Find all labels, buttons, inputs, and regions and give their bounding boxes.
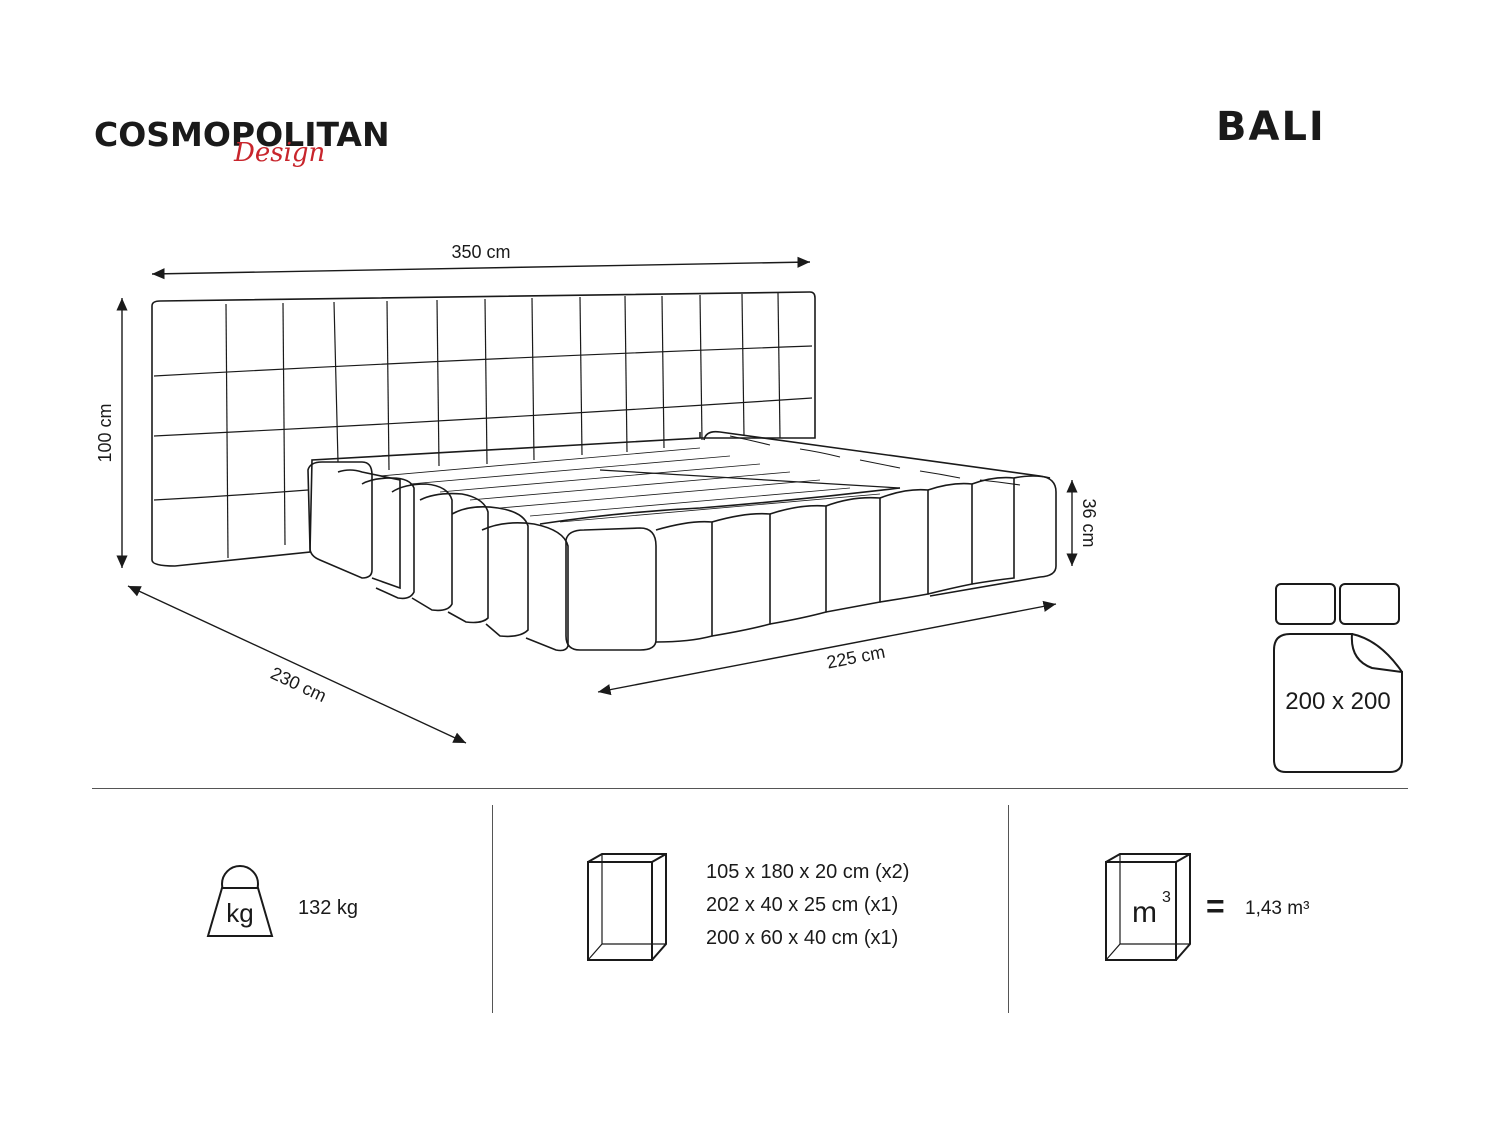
length-arrow — [597, 600, 1057, 696]
headboard — [151, 291, 816, 567]
brand-logo: COSMOPOLITAN Design — [94, 115, 390, 168]
weight-value: 132 kg — [298, 897, 359, 919]
volume-value: 1,43 m³ — [1245, 898, 1310, 919]
front-rail — [307, 461, 1051, 652]
column-divider-2 — [1008, 805, 1009, 1013]
package-line-3: 200 x 60 x 40 cm (x1) — [706, 927, 899, 949]
package-list: 105 x 180 x 20 cm (x2) 202 x 40 x 25 cm … — [706, 856, 909, 955]
volume-box-icon — [1105, 853, 1191, 961]
section-divider — [92, 788, 1408, 789]
width-arrow — [151, 256, 811, 280]
weight-icon-label: kg — [226, 898, 253, 928]
column-divider-1 — [492, 805, 493, 1013]
volume-icon-label: m — [1132, 896, 1157, 929]
frame-height-label: 36 cm — [1079, 498, 1099, 547]
width-label: 350 cm — [451, 242, 510, 262]
volume-icon-sup: 3 — [1162, 889, 1171, 906]
depth-label: 230 cm — [268, 663, 330, 706]
bed-slats — [379, 447, 901, 523]
depth-arrow — [127, 585, 467, 744]
height-label: 100 cm — [95, 403, 115, 462]
product-title: BALI — [1216, 104, 1326, 150]
package-box-icon — [587, 853, 667, 961]
brand-script: Design — [234, 138, 326, 168]
mattress-size-label: 200 x 200 — [1285, 688, 1391, 715]
package-line-1: 105 x 180 x 20 cm (x2) — [706, 861, 910, 883]
brand-name: COSMOPOLITAN — [94, 115, 390, 154]
right-side-rail — [703, 430, 1057, 597]
package-line-2: 202 x 40 x 25 cm (x1) — [706, 894, 899, 916]
equals-sign: = — [1206, 888, 1225, 924]
weight-icon — [206, 865, 274, 937]
bedding-icon — [1273, 583, 1403, 773]
